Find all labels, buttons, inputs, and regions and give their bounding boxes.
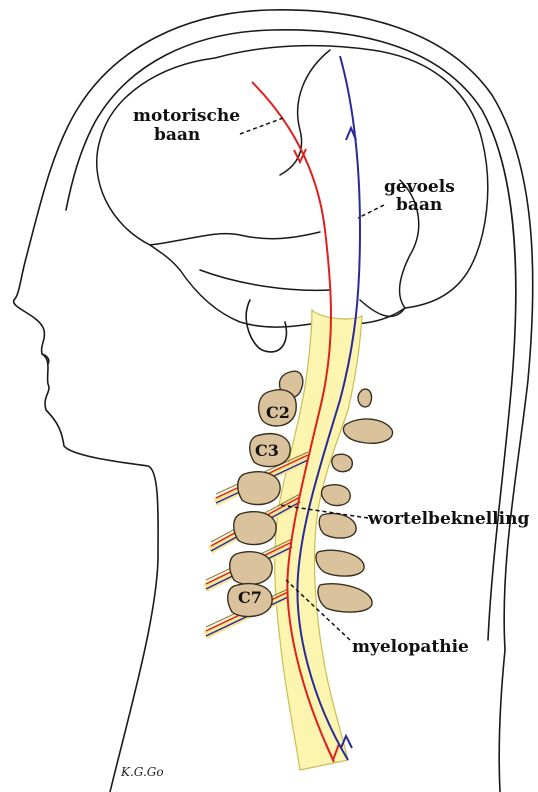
vertebra-c3-label: C3 bbox=[255, 441, 279, 460]
vertebra-c4-body bbox=[238, 472, 280, 505]
root-compression-label: wortelbeknelling bbox=[367, 509, 529, 529]
vertebra-c6-body bbox=[230, 552, 272, 585]
motor-label-line2: baan bbox=[154, 125, 200, 145]
spinous-process-3 bbox=[332, 454, 352, 471]
sensory-label-line2: baan bbox=[396, 195, 442, 215]
brain-fold-mid bbox=[150, 232, 320, 245]
motor-leader-line bbox=[240, 118, 283, 134]
spinous-process-1 bbox=[358, 389, 372, 407]
cerebellum-line bbox=[360, 300, 405, 316]
ear bbox=[246, 300, 286, 352]
spinous-process-5 bbox=[319, 513, 356, 538]
vertebra-c5-body bbox=[234, 512, 276, 545]
spinous-process-7 bbox=[318, 584, 372, 612]
vertebra-c2-label: C2 bbox=[266, 403, 290, 422]
myelopathy-label: myelopathie bbox=[352, 637, 469, 657]
sensory-leader-line bbox=[358, 205, 384, 218]
vertebra-c7-label: C7 bbox=[238, 588, 262, 607]
motor-label-line1: motorische bbox=[133, 106, 240, 126]
spinous-process-6 bbox=[316, 550, 364, 576]
sensory-label-line1: gevoels bbox=[384, 177, 455, 197]
spinous-process-4 bbox=[322, 485, 351, 506]
spinous-process-2 bbox=[343, 419, 392, 443]
artist-signature: K.G.Go bbox=[120, 765, 164, 779]
brain-fold-lower bbox=[200, 270, 330, 290]
back-neck-line bbox=[499, 650, 505, 792]
